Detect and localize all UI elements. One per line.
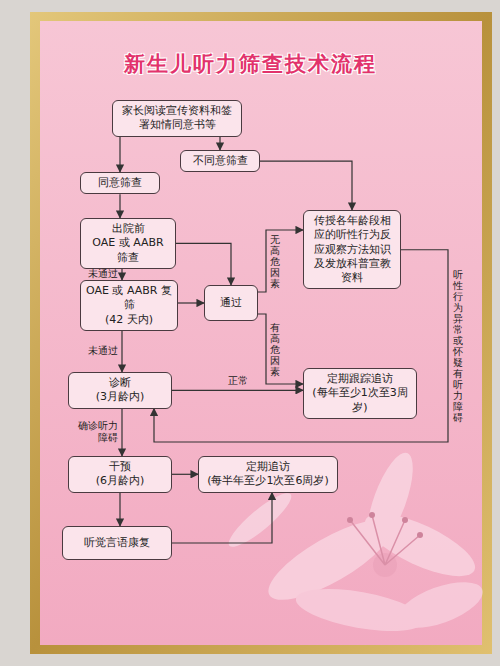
box-text: (每年至少1次至3周岁) (309, 386, 411, 415)
process-box: 诊断(3月龄内) (68, 372, 172, 409)
box-text: 通过 (210, 296, 252, 310)
box-text: 出院前 (86, 222, 170, 236)
edge-label: 正常 (228, 375, 248, 388)
box-text: 诊断 (74, 376, 166, 390)
process-box: 家长阅读宣传资料和签署知情同意书等 (112, 100, 242, 137)
flow-arrow (176, 243, 231, 285)
process-box: 定期追访(每半年至少1次至6周岁) (198, 456, 338, 493)
pink-ground (40, 21, 482, 645)
gold-frame (30, 12, 492, 654)
edge-label: 有高危因素 (270, 322, 280, 377)
box-text: OAE 或 AABR 筛查 (86, 236, 170, 265)
process-box: 不同意筛查 (180, 150, 260, 172)
flow-arrow (258, 314, 303, 384)
edge-label: 未通过 (88, 345, 118, 358)
box-text: 不同意筛查 (186, 154, 254, 168)
box-text: 同意筛查 (86, 176, 154, 190)
process-box: OAE 或 AABR 复筛(42 天内) (80, 280, 178, 331)
process-box: 通过 (204, 285, 258, 321)
process-box: 听觉言语康复 (62, 526, 172, 560)
box-text: 干预 (74, 460, 166, 474)
box-text: (每半年至少1次至6周岁) (204, 474, 332, 488)
edge-label: 确诊听力障碍 (76, 420, 118, 445)
edge-label: 无高危因素 (270, 234, 280, 289)
process-box: 同意筛查 (80, 172, 160, 194)
flow-arrow (172, 474, 198, 475)
flow-arrow (119, 137, 120, 172)
box-text: 听觉言语康复 (68, 536, 166, 550)
box-text: OAE 或 AABR 复筛 (86, 284, 172, 313)
edge-label: 未通过 (88, 268, 118, 281)
box-text: 家长阅读宣传资料和签署知情同意书等 (118, 104, 236, 133)
box-text: 定期跟踪追访 (309, 372, 411, 386)
flow-arrow (172, 493, 272, 543)
flow-arrow (121, 331, 122, 372)
flow-arrow (154, 250, 448, 442)
flow-arrow (258, 230, 303, 292)
box-text: (6月龄内) (74, 474, 166, 488)
edge-label: 听性行为异常或怀疑有听力障碍 (453, 269, 463, 423)
box-text: 传授各年龄段相应的听性行为反应观察方法知识及发放科普宣教资料 (309, 214, 395, 285)
box-text: (42 天内) (86, 313, 172, 327)
flow-arrow (178, 302, 204, 303)
flow-arrow (119, 493, 120, 526)
process-box: 传授各年龄段相应的听性行为反应观察方法知识及发放科普宣教资料 (303, 210, 401, 289)
flow-arrow (121, 269, 122, 280)
flow-arrow (219, 137, 220, 150)
flow-arrow (121, 409, 122, 456)
flow-arrow (119, 194, 120, 218)
process-box: 出院前OAE 或 AABR 筛查 (80, 218, 176, 269)
box-text: (3月龄内) (74, 390, 166, 404)
box-text: 定期追访 (204, 460, 332, 474)
flow-arrow (260, 161, 352, 210)
flow-arrow (172, 390, 303, 391)
poster-title: 新生儿听力筛查技术流程 (0, 50, 500, 78)
process-box: 干预(6月龄内) (68, 456, 172, 493)
process-box: 定期跟踪追访(每年至少1次至3周岁) (303, 368, 417, 419)
